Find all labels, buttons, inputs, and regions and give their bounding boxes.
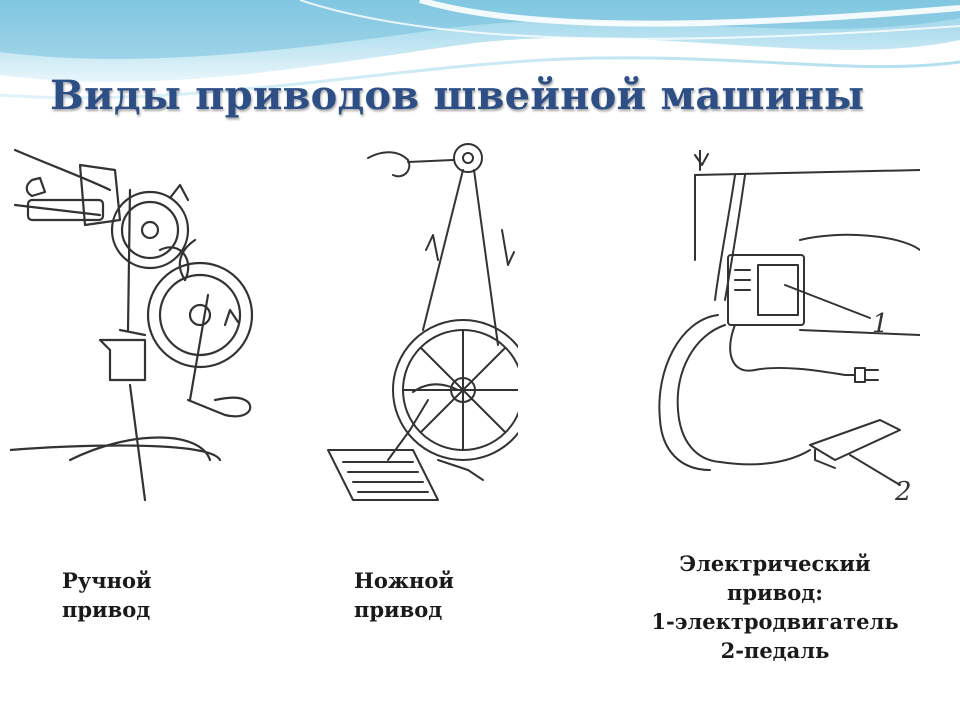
caption-hand-line1: Ручной — [62, 568, 152, 593]
caption-hand-line2: привод — [62, 597, 151, 622]
slide-title: Виды приводов швейной машины — [50, 72, 865, 119]
electric-drive-illustration: 1 2 — [658, 150, 920, 507]
foot-treadle-drive-illustration — [327, 143, 518, 501]
caption-electric-line3: 1-электродвигатель — [651, 609, 899, 634]
pedal-callout-label: 2 — [894, 477, 912, 507]
caption-electric-line4: 2-педаль — [720, 638, 830, 663]
motor-callout-label: 1 — [872, 309, 889, 339]
caption-foot-line2: привод — [354, 597, 443, 622]
caption-foot-line1: Ножной — [354, 568, 455, 593]
caption-foot-drive: Ножной привод — [354, 566, 454, 624]
caption-electric-line1: Электрический — [679, 551, 871, 576]
caption-electric-line2: привод: — [727, 580, 823, 605]
wave-header-decoration — [0, 0, 960, 100]
caption-hand-drive: Ручной привод — [62, 566, 152, 624]
hand-drive-illustration — [10, 148, 254, 502]
caption-electric-drive: Электрический привод: 1-электродвигатель… — [630, 549, 920, 665]
